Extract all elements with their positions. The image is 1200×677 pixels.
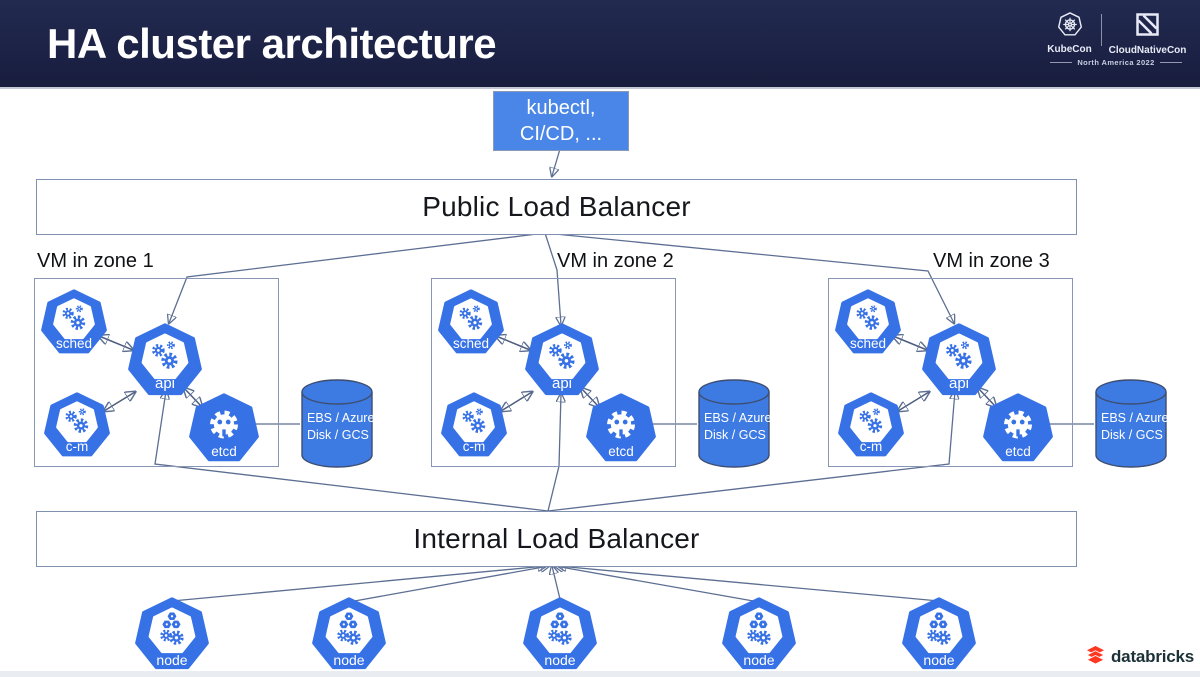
node-icon: node bbox=[135, 597, 209, 671]
node-icon: node bbox=[523, 597, 597, 671]
etcd-icon: etcd bbox=[983, 393, 1053, 463]
internal-load-balancer-label: Internal Load Balancer bbox=[413, 523, 700, 554]
zone-label-1: VM in zone 1 bbox=[37, 250, 154, 272]
node-icon: node bbox=[312, 597, 386, 671]
api-server-label: api bbox=[948, 375, 970, 392]
client-box: kubectl, CI/CD, ... bbox=[493, 91, 629, 151]
zone-box-2: VM in zone 2 sched api c-m etcd EBS / Az… bbox=[431, 250, 771, 468]
scheduler-label: sched bbox=[55, 336, 93, 351]
edition-rule-left bbox=[1050, 62, 1073, 63]
node-icon: node bbox=[902, 597, 976, 671]
scheduler-icon: sched bbox=[835, 289, 901, 355]
databricks-wordmark: databricks bbox=[1111, 647, 1195, 666]
storage-label: EBS / Azure Disk / GCS bbox=[307, 411, 375, 442]
controller-manager-label: c-m bbox=[859, 439, 883, 454]
controller-manager-label: c-m bbox=[65, 439, 89, 454]
kubecon-label: KubeCon bbox=[1047, 44, 1092, 55]
page-title: HA cluster architecture bbox=[47, 20, 497, 67]
public-load-balancer: Public Load Balancer bbox=[36, 179, 1077, 235]
api-server-icon: api bbox=[922, 323, 996, 397]
storage-label: EBS / Azure Disk / GCS bbox=[704, 411, 772, 442]
zone-label-3: VM in zone 3 bbox=[933, 250, 1050, 272]
node-label: node bbox=[544, 652, 576, 668]
controller-manager-icon: c-m bbox=[838, 392, 904, 458]
etcd-label: etcd bbox=[608, 444, 634, 459]
api-server-label: api bbox=[551, 375, 573, 392]
node-label: node bbox=[156, 652, 188, 668]
controller-manager-label: c-m bbox=[462, 439, 486, 454]
api-server-icon: api bbox=[525, 323, 599, 397]
storage-cylinder: EBS / Azure Disk / GCS bbox=[301, 379, 375, 469]
api-server-icon: api bbox=[128, 323, 202, 397]
controller-manager-icon: c-m bbox=[441, 392, 507, 458]
etcd-label: etcd bbox=[1005, 444, 1031, 459]
conference-logo-block: KubeCon CloudNativeCon North A bbox=[1040, 12, 1192, 76]
client-line-1: kubectl, bbox=[526, 97, 596, 119]
logo-divider bbox=[1100, 14, 1102, 46]
header-underline bbox=[0, 87, 1200, 89]
public-load-balancer-label: Public Load Balancer bbox=[422, 191, 691, 222]
storage-label: EBS / Azure Disk / GCS bbox=[1101, 411, 1169, 442]
storage-cylinder: EBS / Azure Disk / GCS bbox=[698, 379, 772, 469]
etcd-icon: etcd bbox=[586, 393, 656, 463]
scheduler-icon: sched bbox=[41, 289, 107, 355]
edition-rule-right bbox=[1159, 62, 1182, 63]
etcd-icon: etcd bbox=[189, 393, 259, 463]
scheduler-label: sched bbox=[452, 336, 490, 351]
client-line-2: CI/CD, ... bbox=[519, 123, 603, 145]
node-label: node bbox=[923, 652, 955, 668]
internal-load-balancer: Internal Load Balancer bbox=[36, 511, 1077, 567]
zone-box-3: VM in zone 3 sched api c-m etcd EBS / Az… bbox=[828, 250, 1168, 468]
api-server-label: api bbox=[154, 375, 176, 392]
zone-label-2: VM in zone 2 bbox=[557, 250, 674, 272]
databricks-icon bbox=[1085, 645, 1106, 669]
conference-edition: North America 2022 bbox=[1077, 58, 1155, 67]
cloudnativecon-label: CloudNativeCon bbox=[1108, 45, 1187, 56]
scheduler-icon: sched bbox=[438, 289, 504, 355]
zone-box-1: VM in zone 1 sched api c-m etcd EBS / Az… bbox=[34, 250, 374, 468]
controller-manager-icon: c-m bbox=[44, 392, 110, 458]
node-icon: node bbox=[722, 597, 796, 671]
kubecon-wheel-icon bbox=[1057, 12, 1082, 41]
slide-header: HA cluster architecture bbox=[0, 0, 1200, 87]
node-label: node bbox=[743, 652, 775, 668]
etcd-label: etcd bbox=[211, 444, 237, 459]
storage-cylinder: EBS / Azure Disk / GCS bbox=[1095, 379, 1169, 469]
slide-bottom-edge bbox=[0, 671, 1200, 677]
scheduler-label: sched bbox=[849, 336, 887, 351]
databricks-logo: databricks bbox=[1085, 645, 1195, 669]
node-label: node bbox=[333, 652, 365, 668]
cloudnativecon-icon bbox=[1135, 12, 1160, 42]
